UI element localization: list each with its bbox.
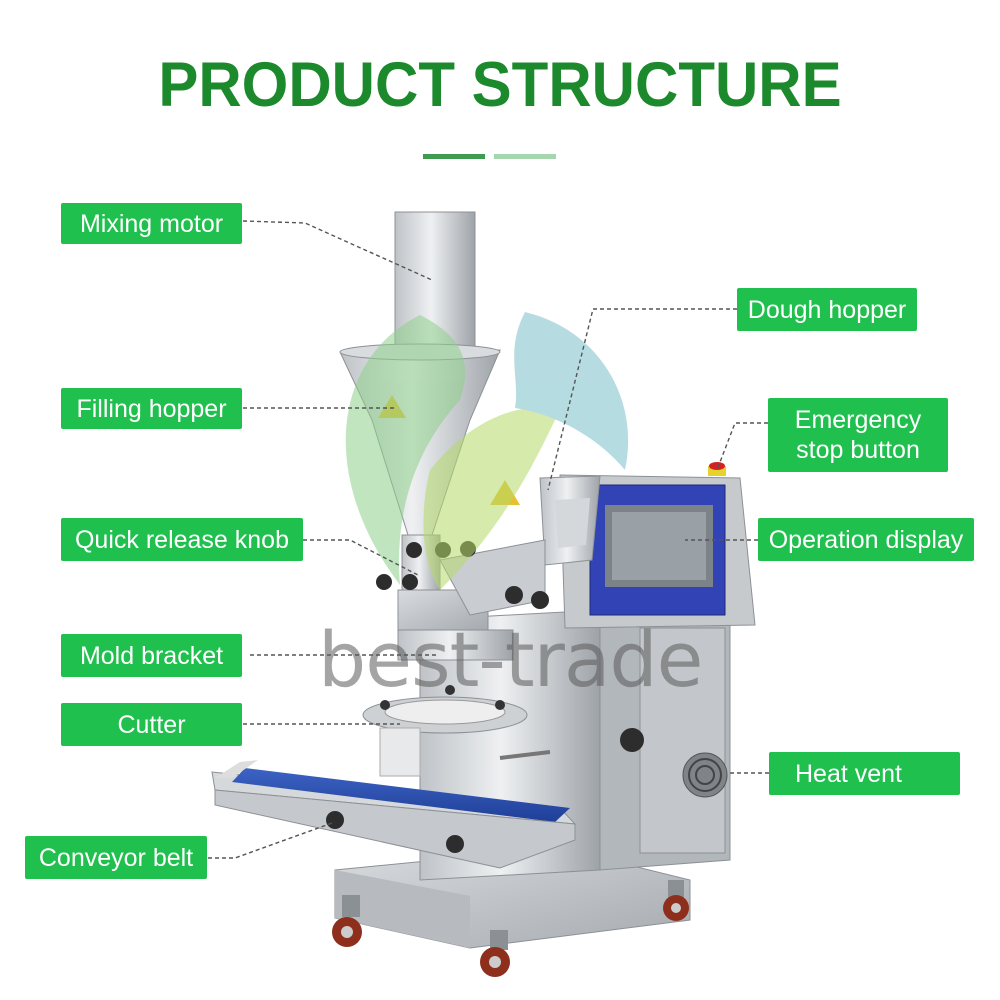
label-emergency-stop-button: Emergency stop button <box>768 398 948 472</box>
label-heat-vent: Heat vent <box>769 752 960 795</box>
label-conveyor-belt: Conveyor belt <box>25 836 207 879</box>
leader-lines <box>208 220 769 859</box>
caster-wheels <box>332 880 689 977</box>
control-panel-housing <box>559 462 756 629</box>
label-emergency-stop-line2: stop button <box>796 436 920 464</box>
label-dough-hopper: Dough hopper <box>737 288 917 331</box>
label-cutter: Cutter <box>61 703 242 746</box>
watermark-logo <box>345 312 629 590</box>
label-quick-release-knob: Quick release knob <box>61 518 303 561</box>
label-mold-bracket: Mold bracket <box>61 634 242 677</box>
label-mixing-motor: Mixing motor <box>61 203 242 244</box>
label-filling-hopper: Filling hopper <box>61 388 242 429</box>
mold-bracket <box>397 629 514 661</box>
watermark-text: best-trade <box>318 615 703 704</box>
title-underline-light <box>494 154 556 159</box>
dough-hopper <box>539 475 601 566</box>
label-operation-display: Operation display <box>758 518 974 561</box>
page-title: PRODUCT STRUCTURE <box>158 49 842 120</box>
cutter-assembly <box>362 685 551 777</box>
conveyor <box>211 760 577 869</box>
title-underline-dark <box>423 154 485 159</box>
label-emergency-stop-line1: Emergency <box>794 406 922 434</box>
